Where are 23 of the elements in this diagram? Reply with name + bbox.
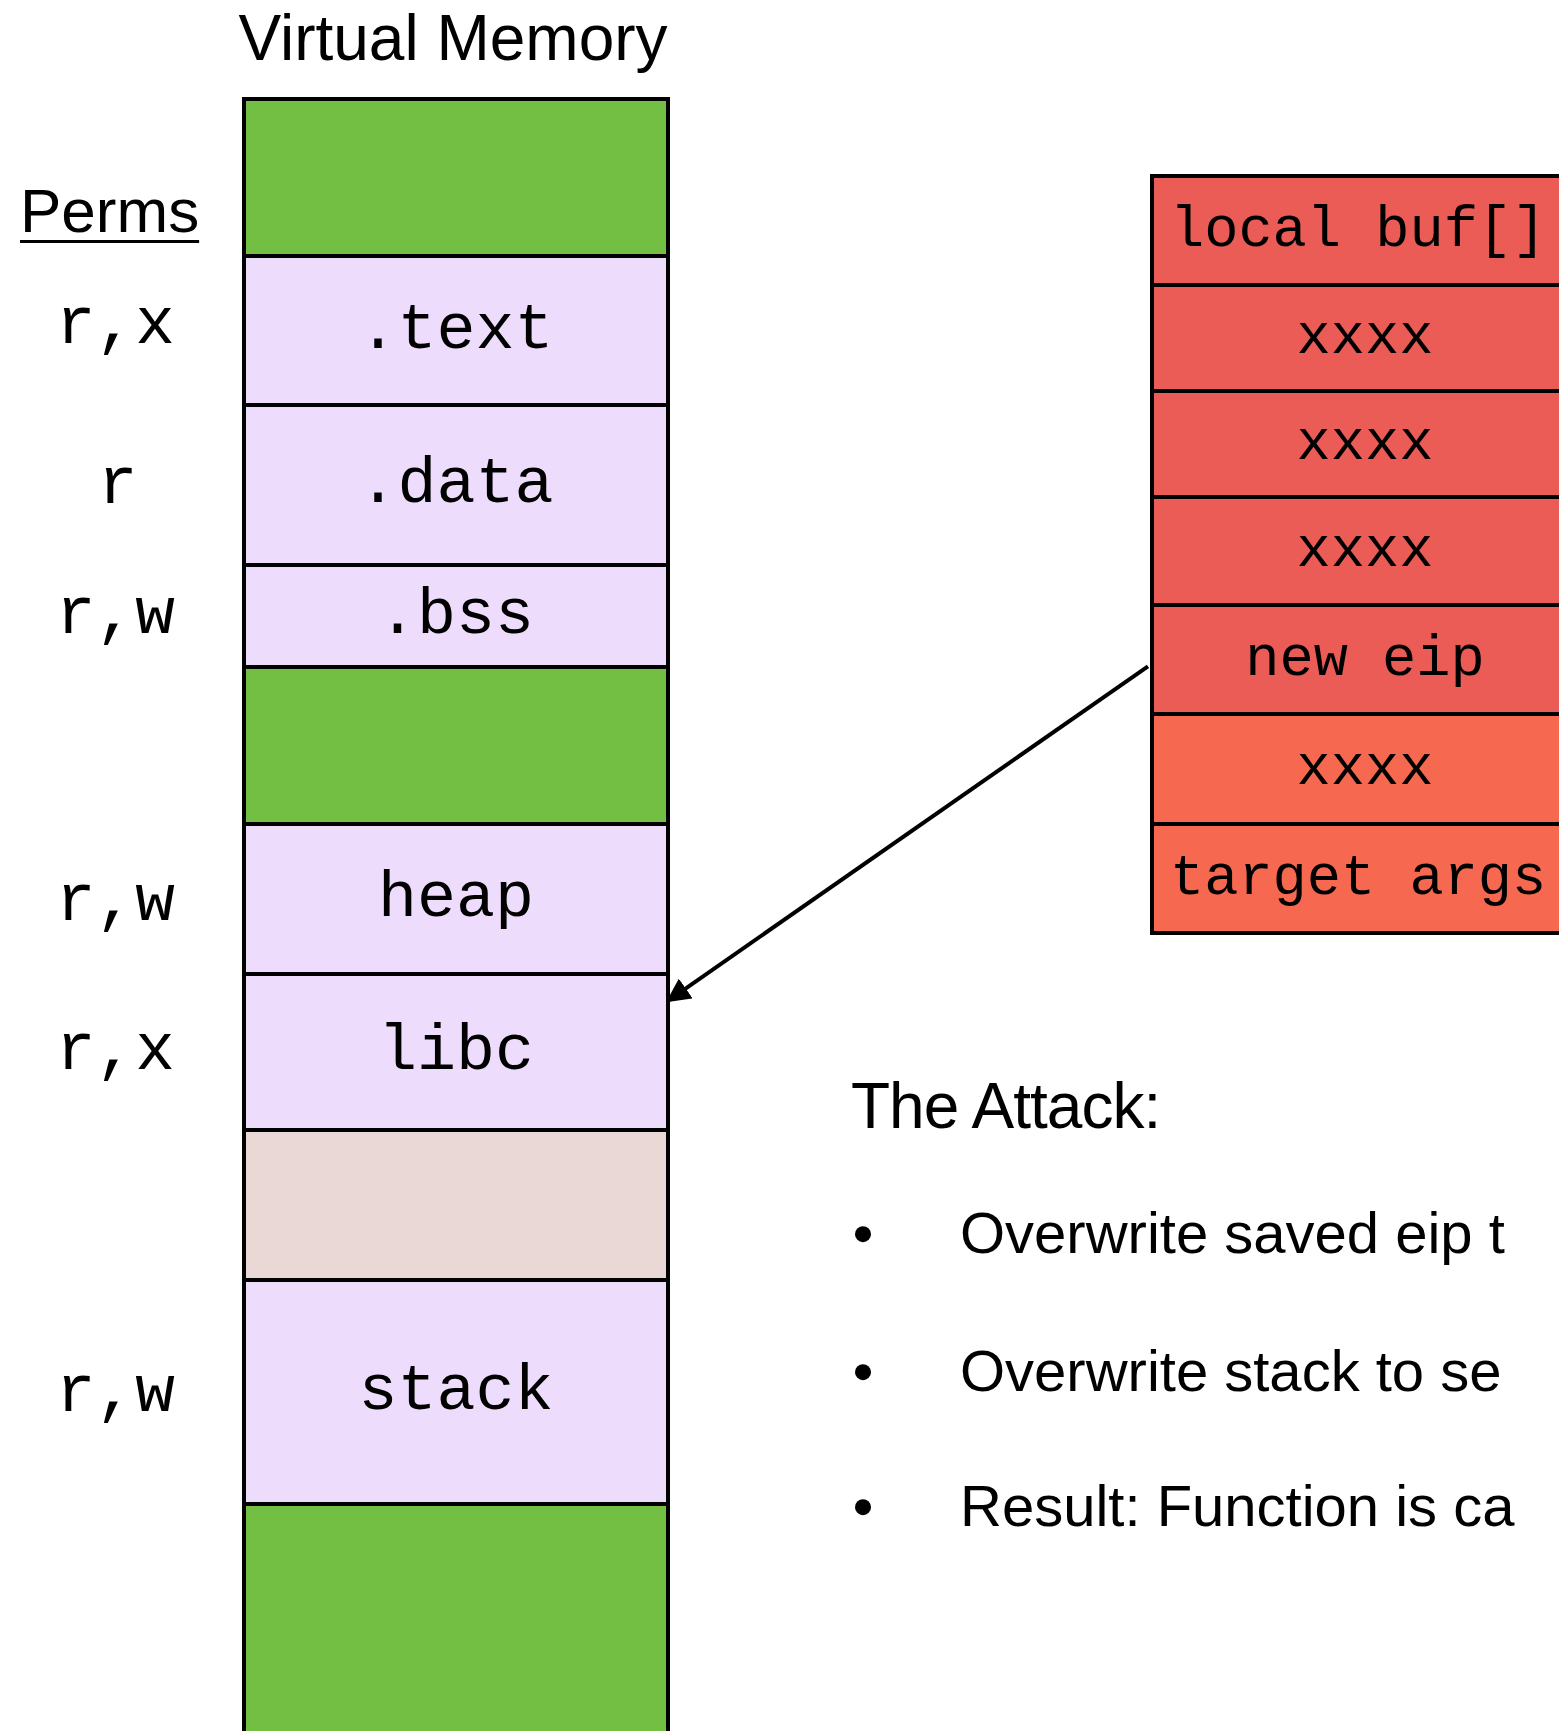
segment-label: xxxx bbox=[1296, 306, 1434, 370]
permission-label: r,w bbox=[56, 870, 175, 936]
permission-label: r,w bbox=[56, 583, 175, 649]
segment-label: xxxx bbox=[1296, 519, 1434, 583]
segment-label: stack bbox=[358, 1355, 554, 1429]
segment-label: .text bbox=[358, 293, 554, 368]
segment-label: target args bbox=[1170, 846, 1547, 911]
permission-label: r,x bbox=[56, 293, 175, 359]
segment-label: libc bbox=[378, 1015, 534, 1089]
column-heading: Perms bbox=[20, 180, 200, 242]
bullet-text: Result: Function is ca bbox=[960, 1477, 1515, 1535]
segment-label: xxxx bbox=[1296, 412, 1434, 476]
permission-label: r,w bbox=[56, 1361, 175, 1427]
permission-label: r,x bbox=[56, 1019, 175, 1085]
segment-label: xxxx bbox=[1296, 737, 1434, 801]
permission-label: r bbox=[98, 453, 138, 519]
segment-label: .data bbox=[358, 448, 554, 522]
segment-label: .bss bbox=[378, 579, 534, 653]
section-heading: The Attack: bbox=[851, 1074, 1161, 1138]
segment-label: new eip bbox=[1245, 627, 1485, 692]
segment-label: local buf[] bbox=[1170, 198, 1547, 263]
bullet-text: Overwrite stack to se bbox=[960, 1342, 1502, 1400]
segment-label: heap bbox=[378, 862, 534, 936]
